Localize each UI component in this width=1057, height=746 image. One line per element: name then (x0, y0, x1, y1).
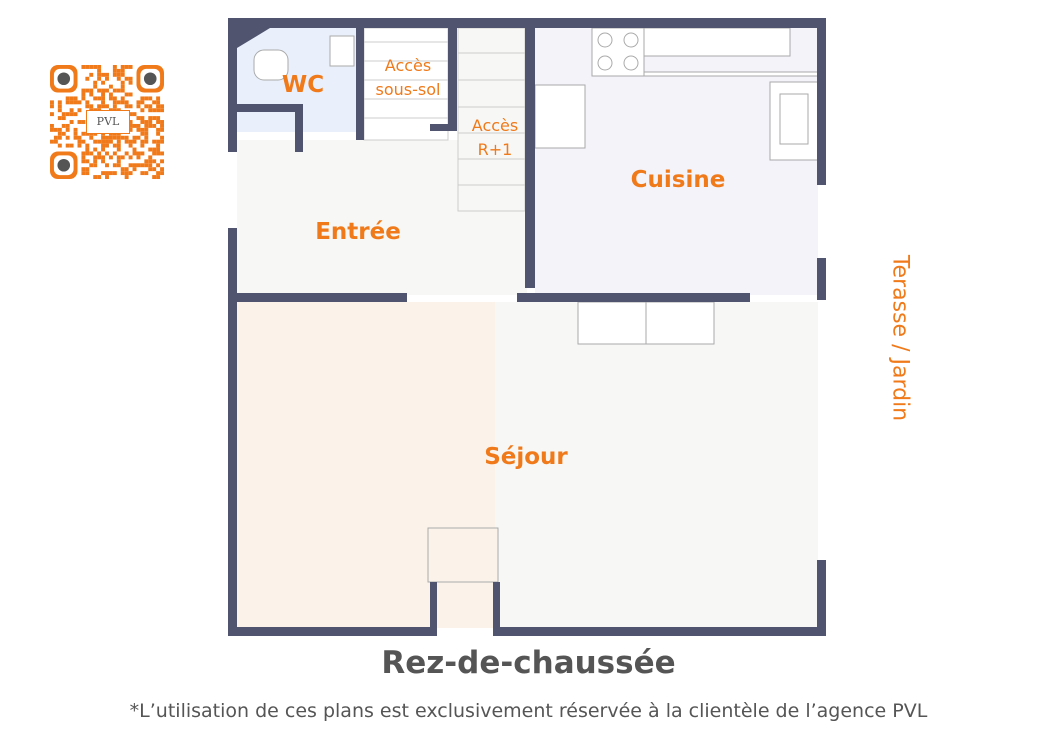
walls (228, 18, 826, 636)
stairs (363, 27, 526, 212)
plan-title: Rez-de-chaussée (381, 645, 676, 681)
qr-code (50, 65, 164, 179)
kitchen-fixtures (253, 27, 819, 583)
sejour-floor-right (495, 302, 818, 628)
room-label-entree: Entrée (315, 219, 401, 245)
room-label-cuisine: Cuisine (630, 167, 726, 193)
cuisine-floor (535, 28, 818, 295)
qr-logo: PVL (86, 110, 130, 134)
room-label-wc: WC (281, 72, 325, 98)
disclaimer-note: *L’utilisation de ces plans est exclusiv… (129, 700, 928, 722)
room-label-sejour: Séjour (484, 444, 568, 470)
room-label-acces-sous-sol: Accès sous-sol (375, 56, 441, 99)
room-label-acces-r1: Accès R+1 (471, 116, 519, 159)
outside-label: Terasse / Jardin (887, 254, 913, 422)
